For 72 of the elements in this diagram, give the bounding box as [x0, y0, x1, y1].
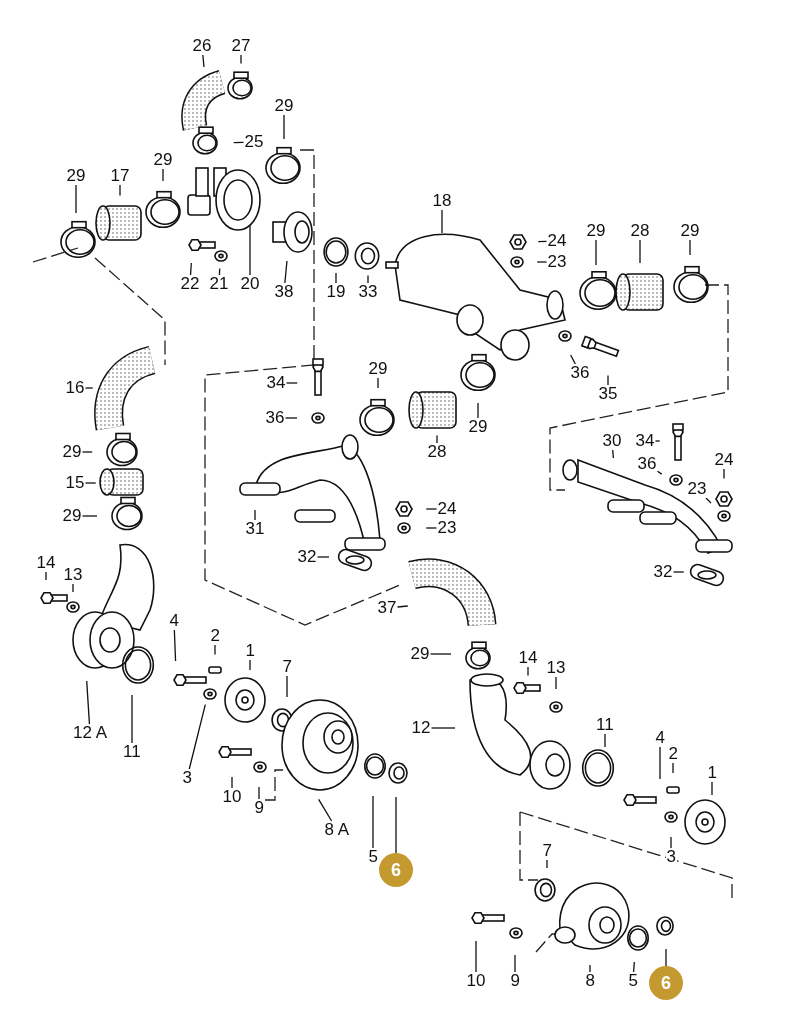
leader-line: [665, 948, 667, 967]
leader-line: [595, 239, 597, 266]
leader-line: [75, 184, 77, 214]
leader-line: [318, 798, 333, 822]
leader-line: [81, 451, 93, 453]
leader-line: [316, 556, 330, 558]
leader-line: [711, 781, 713, 796]
leader-line: [372, 795, 374, 849]
leader-line: [249, 659, 251, 671]
leader-line: [285, 382, 298, 384]
leader-line: [689, 239, 691, 256]
leader-line: [475, 940, 477, 973]
leader-line: [284, 417, 298, 419]
leader-line: [527, 666, 529, 677]
leader-line: [589, 964, 591, 973]
leader-line: [286, 675, 288, 698]
leader-line: [214, 644, 216, 656]
leader-line: [233, 141, 245, 144]
leader-line: [441, 209, 443, 234]
leader-line: [395, 796, 397, 854]
leader-line: [162, 168, 164, 182]
leader-line: [570, 354, 576, 365]
leader-line: [284, 260, 288, 284]
leader-line: [607, 374, 609, 386]
leader-line: [249, 225, 251, 276]
leader-line: [537, 240, 548, 243]
leader-line: [425, 508, 438, 510]
leader-line: [670, 836, 672, 849]
callout-number: 23: [686, 480, 708, 498]
leader-line: [604, 733, 606, 748]
leader-line: [84, 482, 97, 484]
leader-line: [514, 954, 516, 973]
leader-line: [240, 54, 242, 65]
leader-line: [639, 239, 641, 264]
highlighted-callout-number: 6: [649, 966, 683, 1000]
leader-line: [656, 470, 663, 475]
leader-line: [536, 261, 548, 263]
leader-line: [546, 859, 548, 869]
leader-line: [173, 629, 177, 662]
leader-line: [659, 746, 661, 780]
leader-line: [396, 605, 409, 608]
leader-line: [425, 527, 438, 529]
leader-line: [429, 653, 452, 655]
leader-line: [555, 676, 557, 690]
leader-line: [672, 762, 674, 774]
leader-line: [86, 680, 91, 725]
leader-line: [477, 402, 479, 419]
leader-line: [81, 515, 98, 517]
leader-line: [231, 776, 233, 789]
leader-line: [84, 387, 94, 389]
leader-line: [202, 54, 205, 68]
leader-line: [131, 694, 133, 744]
highlighted-callout-number: 6: [379, 853, 413, 887]
leader-line: [672, 571, 685, 573]
leader-line: [45, 571, 47, 581]
leader-line: [119, 184, 121, 197]
leader-line: [258, 786, 260, 800]
leader-line: [632, 961, 635, 973]
leader-line: [72, 583, 74, 593]
leader-line: [189, 262, 192, 276]
leader-line: [654, 440, 661, 442]
leader-line: [283, 114, 285, 140]
leader-line: [254, 509, 256, 521]
leader-line: [218, 267, 221, 276]
leader-line: [430, 727, 456, 729]
leader-line: [188, 704, 206, 770]
leader-line: [367, 274, 369, 284]
leader-line: [612, 449, 614, 459]
leader-line: [436, 434, 438, 444]
leader-line: [335, 272, 337, 284]
leader-line: [377, 377, 379, 389]
leader-line: [723, 468, 725, 480]
